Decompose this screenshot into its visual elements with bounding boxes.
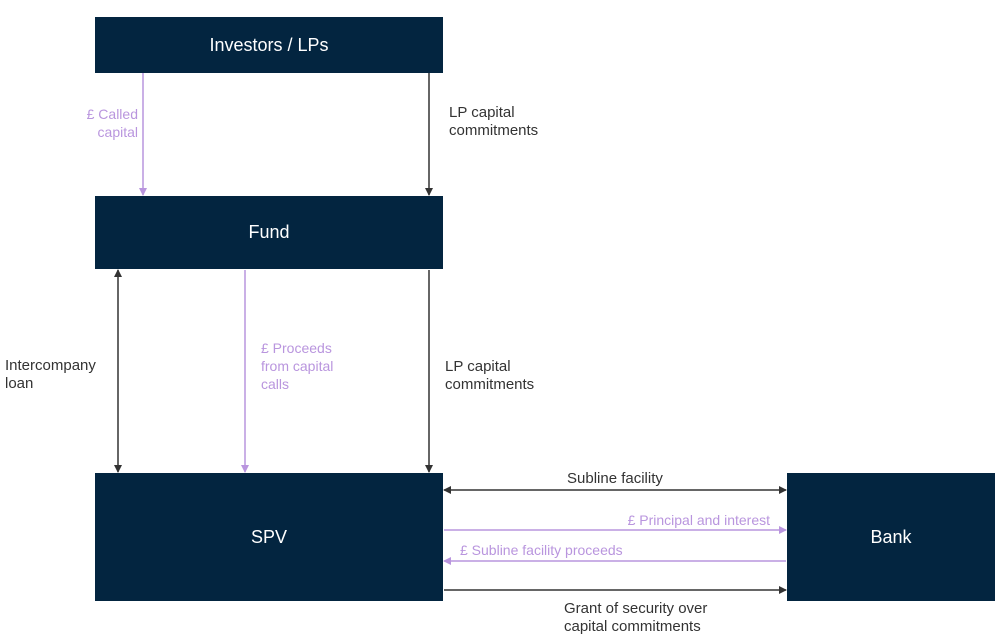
bank-box: Bank xyxy=(787,473,995,601)
fund-label: Fund xyxy=(248,222,290,242)
spv-label: SPV xyxy=(250,526,288,547)
grant-security-label: Grant of security over capital commitmen… xyxy=(564,600,708,635)
principal-interest-label: £ Principal and interest xyxy=(627,512,770,528)
intercompany-loan-label: Intercompany loan xyxy=(5,357,96,392)
subline-facility-label: Subline facility xyxy=(567,470,663,487)
spv-box: SPV xyxy=(95,473,443,601)
investors-box: Investors / LPs xyxy=(95,17,443,73)
fund-box: Fund xyxy=(95,196,443,269)
called-capital-label: £ Called capital xyxy=(86,106,138,140)
lp-commitments-mid-label: LP capital commitments xyxy=(445,358,535,393)
proceeds-capital-calls-label: £ Proceeds from capital calls xyxy=(261,340,334,392)
subline-proceeds-label: £ Subline facility proceeds xyxy=(460,542,623,558)
lp-commitments-top-label: LP capital commitments xyxy=(449,104,539,139)
investors-label: Investors / LPs xyxy=(209,34,329,55)
bank-label: Bank xyxy=(870,526,912,547)
